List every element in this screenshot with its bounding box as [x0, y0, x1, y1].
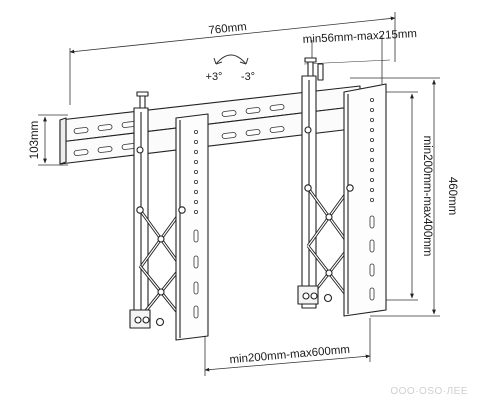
right-arm [297, 57, 387, 317]
vertical-hole-spacing-label: min200mm-max400mm [421, 136, 433, 257]
left-arm [129, 91, 209, 341]
right-plate-holes [369, 98, 375, 301]
overall-width-label: 760mm [208, 21, 247, 37]
overall-height-label: 460mm [446, 177, 458, 215]
tilt-positive-label: +3° [206, 71, 223, 83]
rail-slots [73, 104, 285, 156]
tilt-arc [213, 54, 249, 65]
arm-spacing-label: min56mm-max215mm [302, 28, 417, 46]
rail-height-label: 103mm [29, 121, 41, 159]
tilt-negative-label: -3° [241, 71, 255, 83]
dimension-lines [38, 12, 440, 376]
watermark: ООО·OSO·ЛЕЕ [390, 386, 468, 397]
left-plate-holes [193, 129, 199, 319]
